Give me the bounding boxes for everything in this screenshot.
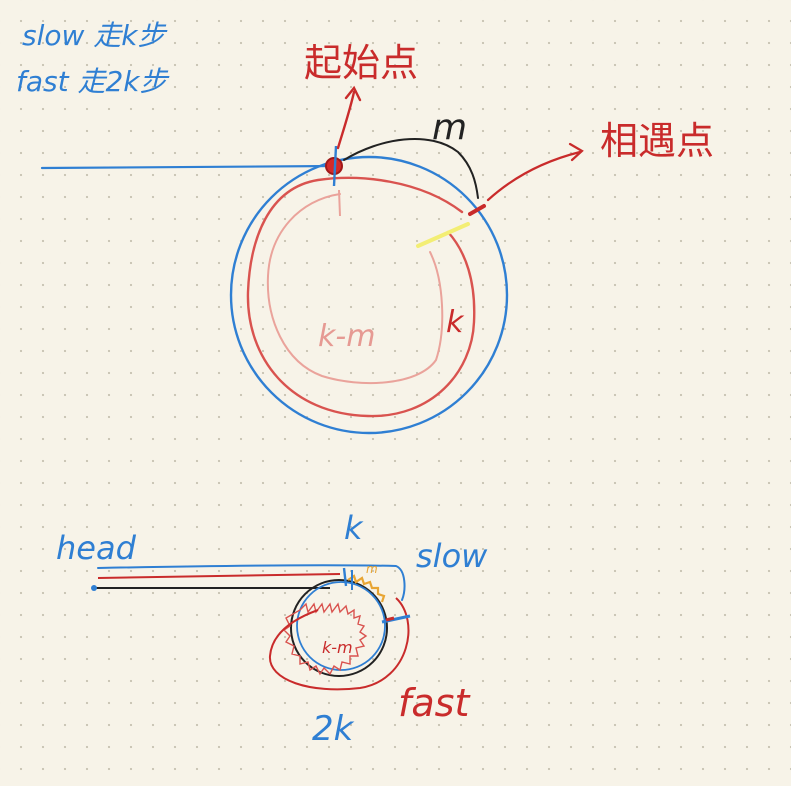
bottom-blue-circle <box>296 581 386 671</box>
two-k-label: 2k <box>312 709 354 749</box>
start-point-pink-tick <box>338 189 341 217</box>
yellow-segment <box>416 222 470 248</box>
meeting-point-label: 相遇点 <box>600 119 715 163</box>
m-label-top: m <box>432 107 468 148</box>
head-dot <box>91 585 97 591</box>
fast-entry-line <box>97 573 341 579</box>
entry-line <box>40 164 338 170</box>
bottom-cycle-circle <box>290 579 388 677</box>
slow-marker-red <box>385 616 395 622</box>
m-segment-orange <box>347 574 386 603</box>
k-minus-m-path <box>266 193 444 384</box>
fast-label: fast <box>398 681 470 725</box>
start-point-tick <box>332 145 338 187</box>
legend-fast: fast 走2k步 <box>16 65 168 98</box>
start-point-label: 起始点 <box>304 41 419 85</box>
slow-label: slow <box>416 537 488 575</box>
cycle-circle <box>229 155 509 435</box>
slow-path-loop <box>246 176 476 418</box>
meeting-label-arrow <box>486 142 584 202</box>
k-minus-m-label-top: k-m <box>318 319 376 354</box>
k-tick <box>342 567 348 587</box>
m-label-bottom: m <box>366 562 378 576</box>
meeting-point-marker <box>468 204 486 216</box>
fast-outer-loop <box>268 597 410 691</box>
head-label: head <box>56 529 136 567</box>
k-label-bottom: k <box>344 509 363 547</box>
start-label-arrow <box>336 85 362 150</box>
slow-track-line <box>97 564 406 601</box>
m-arc <box>343 137 479 199</box>
zigzag-loop <box>282 602 368 676</box>
k-label-top: k <box>446 305 464 340</box>
k-minus-m-label-bottom: k-m <box>322 638 353 657</box>
legend-slow: slow 走k步 <box>22 19 166 52</box>
